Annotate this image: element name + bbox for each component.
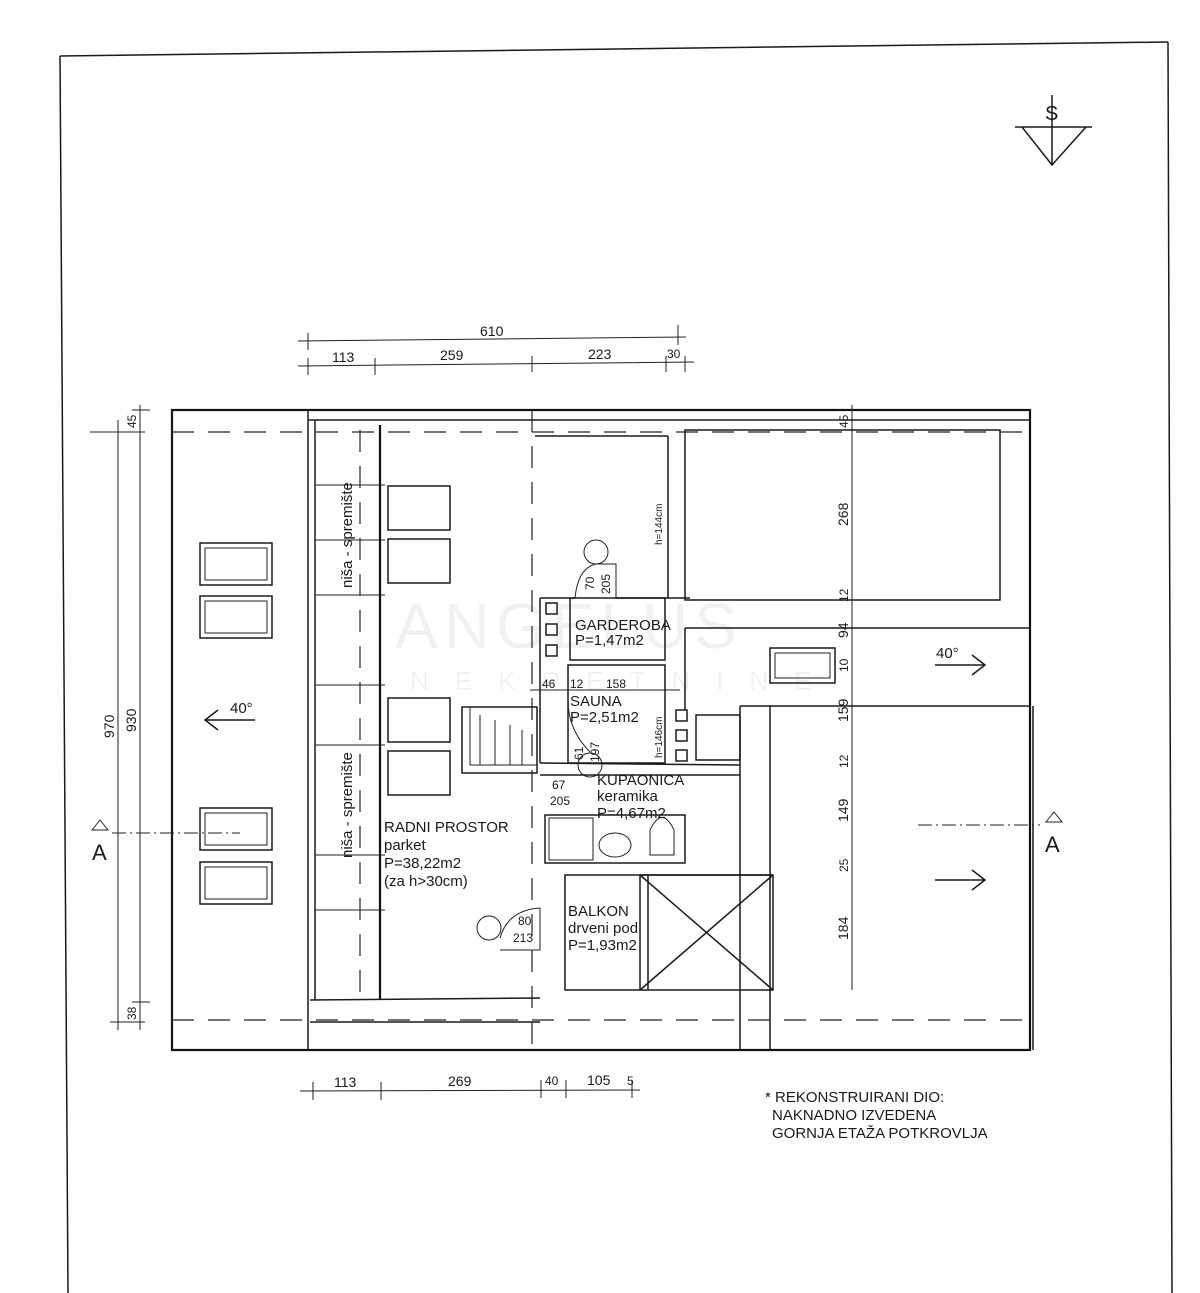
svg-text:113: 113 — [334, 1074, 357, 1090]
svg-text:12: 12 — [837, 754, 851, 768]
svg-text:keramika: keramika — [597, 788, 659, 805]
svg-text:158: 158 — [606, 677, 626, 691]
room-radni-prostor-name: RADNI PROSTOR — [384, 819, 509, 836]
roof-slope-right: 40° — [935, 645, 987, 891]
room-sauna-name: SAUNA — [570, 693, 622, 710]
svg-text:184: 184 — [835, 916, 851, 940]
svg-text:970: 970 — [101, 714, 117, 738]
svg-text:149: 149 — [835, 798, 851, 822]
svg-text:45: 45 — [125, 414, 139, 428]
svg-text:105: 105 — [587, 1072, 611, 1088]
room-kupaonica-name: KUPAONICA — [597, 772, 684, 789]
section-marker-right: A — [918, 811, 1064, 857]
svg-text:12: 12 — [570, 677, 584, 691]
svg-text:P=4,67m2: P=4,67m2 — [597, 805, 666, 822]
room-garderoba-name: GARDEROBA — [575, 617, 671, 634]
svg-text:P=1,47m2: P=1,47m2 — [575, 632, 644, 649]
svg-text:223: 223 — [588, 346, 612, 362]
svg-text:NAKNADNO IZVEDENA: NAKNADNO IZVEDENA — [772, 1107, 936, 1124]
svg-text:A: A — [1045, 832, 1060, 857]
svg-text:* REKONSTRUIRANI DIO:: * REKONSTRUIRANI DIO: — [765, 1089, 944, 1106]
svg-text:12: 12 — [837, 588, 851, 602]
svg-text:40°: 40° — [230, 700, 253, 717]
svg-text:parket: parket — [384, 837, 427, 854]
svg-text:25: 25 — [837, 858, 851, 872]
svg-text:46: 46 — [542, 677, 556, 691]
svg-text:niša - spremište: niša - spremište — [339, 482, 356, 588]
svg-text:268: 268 — [835, 502, 851, 526]
svg-text:80: 80 — [518, 914, 532, 928]
svg-text:niša - spremište: niša - spremište — [339, 752, 356, 858]
svg-text:ANGELUS: ANGELUS — [395, 590, 743, 662]
svg-text:930: 930 — [123, 708, 139, 732]
svg-text:70: 70 — [583, 576, 597, 590]
svg-text:45: 45 — [837, 414, 851, 428]
svg-text:h=146cm: h=146cm — [654, 717, 665, 758]
sheet-frame — [59, 41, 1173, 1293]
svg-text:205: 205 — [599, 574, 613, 594]
svg-text:610: 610 — [480, 323, 504, 339]
room-balkon-name: BALKON — [568, 903, 629, 920]
svg-text:A: A — [92, 840, 107, 865]
dimension-bottom: 113 269 40 105 5 — [299, 1072, 641, 1100]
north-arrow-icon: S — [1015, 95, 1092, 167]
room-labels: GARDEROBA P=1,47m2 SAUNA P=2,51m2 KUPAON… — [339, 482, 684, 954]
svg-text:197: 197 — [588, 742, 602, 762]
svg-text:213: 213 — [513, 931, 533, 945]
svg-text:40: 40 — [545, 1074, 559, 1088]
inner-dimensions: 46 12 158 70 205 61 197 67 205 80 213 h=… — [513, 504, 680, 945]
dimension-top: 610 113 259 223 30 — [297, 323, 695, 375]
svg-text:P=38,22m2: P=38,22m2 — [384, 855, 461, 872]
building-outline — [170, 408, 1034, 1052]
svg-text:67: 67 — [552, 778, 566, 792]
svg-text:NEKRETNINE: NEKRETNINE — [410, 666, 838, 696]
section-marker-left: A — [90, 819, 240, 865]
svg-text:94: 94 — [835, 622, 851, 638]
roof-slope-left: 40° — [203, 700, 255, 731]
svg-text:S: S — [1045, 103, 1058, 125]
svg-text:269: 269 — [448, 1073, 472, 1089]
svg-text:10: 10 — [837, 658, 851, 672]
svg-text:40°: 40° — [936, 645, 959, 662]
svg-text:5: 5 — [627, 1074, 634, 1088]
dimension-left: 970 930 45 38 — [90, 405, 150, 1030]
watermark: ANGELUS NEKRETNINE — [395, 590, 838, 696]
svg-text:GORNJA ETAŽA POTKROVLJA: GORNJA ETAŽA POTKROVLJA — [772, 1125, 988, 1142]
svg-text:205: 205 — [550, 794, 570, 808]
svg-text:P=2,51m2: P=2,51m2 — [570, 709, 639, 726]
svg-text:30: 30 — [667, 347, 681, 361]
svg-text:(za h>30cm): (za h>30cm) — [384, 873, 468, 890]
svg-text:159: 159 — [835, 698, 851, 722]
svg-text:259: 259 — [440, 347, 464, 363]
svg-text:h=144cm: h=144cm — [654, 504, 665, 545]
reconstruction-note: * REKONSTRUIRANI DIO: NAKNADNO IZVEDENA … — [765, 1089, 988, 1142]
svg-text:61: 61 — [572, 746, 586, 760]
svg-text:drveni pod: drveni pod — [568, 920, 638, 937]
svg-text:P=1,93m2: P=1,93m2 — [568, 937, 637, 954]
svg-text:113: 113 — [332, 349, 355, 365]
dimension-right: 45 268 12 94 10 159 12 149 25 184 — [835, 405, 853, 990]
svg-text:38: 38 — [125, 1006, 139, 1020]
